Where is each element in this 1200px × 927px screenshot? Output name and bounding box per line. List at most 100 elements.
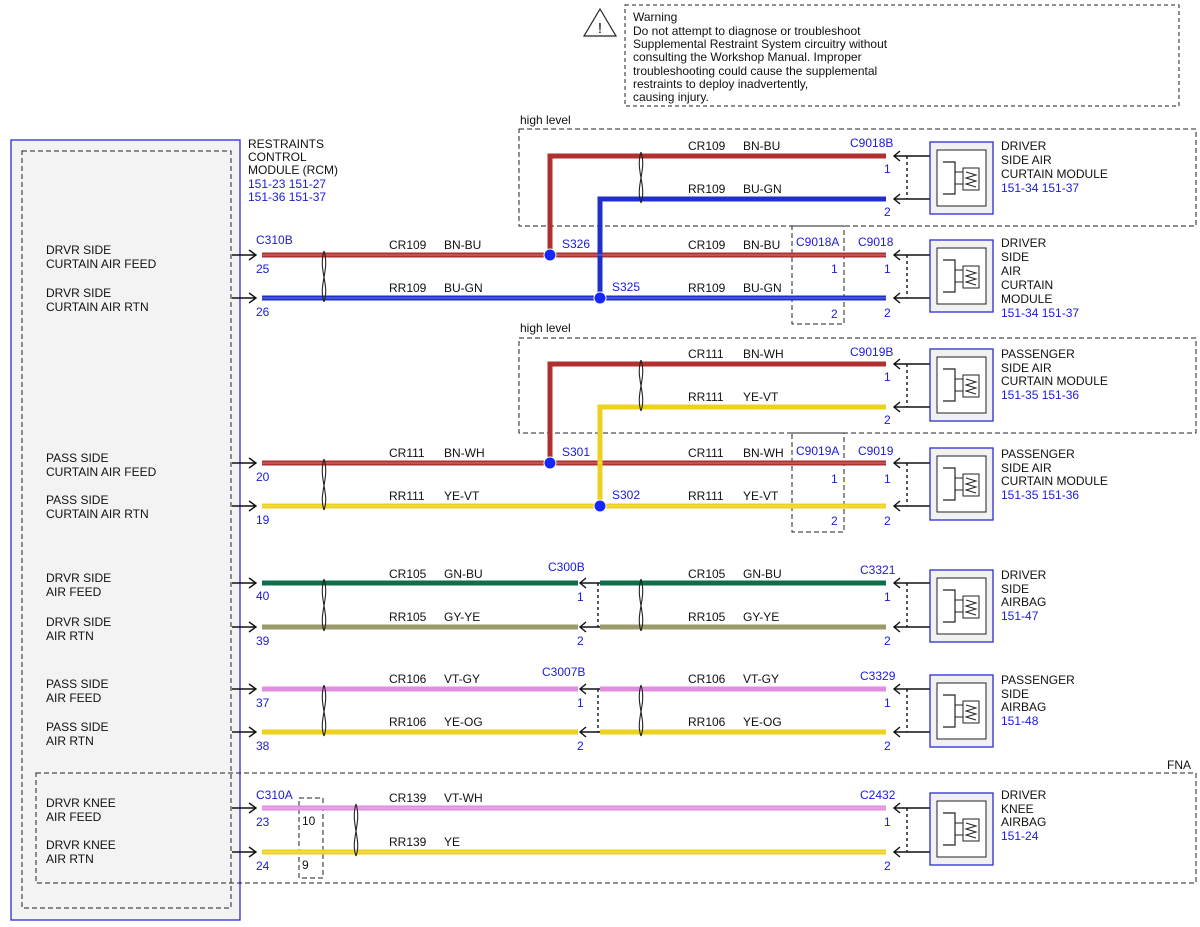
pin-label: PASS SIDE — [46, 451, 108, 465]
wire-color: BU-GN — [444, 281, 483, 295]
pin-number: 1 — [577, 590, 584, 604]
pin-number: 2 — [831, 307, 838, 321]
pin-number: 1 — [884, 370, 891, 384]
connector-label: C310B — [256, 233, 293, 247]
pin-number: 19 — [256, 513, 270, 527]
pin-number: 9 — [302, 858, 309, 872]
pin-number: 1 — [831, 262, 838, 276]
wire-color: BN-BU — [743, 139, 780, 153]
circuit-id: RR106 — [688, 715, 726, 729]
wire-color: YE-VT — [444, 489, 480, 503]
pin-label: PASS SIDE — [46, 677, 108, 691]
circuit-id: CR111 — [389, 446, 425, 460]
splice-labels: S326 S325 S301 S302 — [562, 237, 640, 502]
splice-label: S325 — [612, 280, 640, 294]
module-name: DRIVER — [1001, 139, 1047, 153]
pin-label: AIR RTN — [46, 852, 94, 866]
circuit-id: RR111 — [688, 489, 724, 503]
circuit-id: CR106 — [389, 672, 427, 686]
splice-label: S326 — [562, 237, 590, 251]
wire-color: BN-BU — [444, 238, 481, 252]
connector-label: C3007B — [542, 665, 585, 679]
pin-number: 1 — [884, 590, 891, 604]
circuit-id: RR139 — [389, 835, 427, 849]
pin-label: DRVR SIDE — [46, 286, 111, 300]
region-label: FNA — [1167, 758, 1191, 772]
splice-s301 — [543, 456, 557, 470]
wire-color: YE-OG — [444, 715, 483, 729]
connector-label: C3321 — [860, 563, 896, 577]
wire-color: VT-WH — [444, 791, 483, 805]
connector-label: C9019 — [858, 444, 894, 458]
wire-color: BU-GN — [743, 281, 782, 295]
wire-color: BN-WH — [444, 446, 485, 460]
module-ref: 151-48 — [1001, 714, 1039, 728]
module-name: CURTAIN MODULE — [1001, 167, 1108, 181]
high-level-region — [518, 128, 1197, 227]
rcm-title-line: MODULE (RCM) — [248, 163, 338, 177]
warning-triangle-icon: ! — [582, 7, 618, 37]
circuit-id: RR105 — [389, 610, 427, 624]
module-name: CURTAIN — [1001, 278, 1053, 292]
warning-line: Do not attempt to diagnose or troublesho… — [633, 24, 861, 38]
pin-number: 2 — [884, 205, 891, 219]
pin-number: 37 — [256, 696, 270, 710]
module-name: DRIVER — [1001, 788, 1047, 802]
pin-label: AIR FEED — [46, 691, 102, 705]
circuit-id: CR105 — [389, 567, 427, 581]
circuit-id: CR109 — [688, 238, 726, 252]
rcm-title-line: CONTROL — [248, 150, 307, 164]
wire-rr111-branch — [597, 404, 886, 506]
squib-icon — [929, 348, 994, 422]
squib-icon — [929, 674, 994, 748]
pin-label: DRVR KNEE — [46, 838, 116, 852]
wire-cr109-branch — [547, 153, 886, 255]
c9019a-connector-box — [791, 432, 845, 533]
pin-label: AIR FEED — [46, 810, 102, 824]
circuit-id: CR109 — [688, 139, 726, 153]
pin-label: CURTAIN AIR RTN — [46, 300, 149, 314]
region-boxes — [35, 128, 1197, 884]
pin-number: 38 — [256, 739, 270, 753]
rcm-pin-arrows — [232, 249, 258, 858]
pin-label: CURTAIN AIR FEED — [46, 257, 157, 271]
splice-label: S301 — [562, 445, 590, 459]
module-name: MODULE — [1001, 292, 1052, 306]
pin-label: AIR RTN — [46, 734, 94, 748]
pin-label: DRVR SIDE — [46, 615, 111, 629]
module-name: KNEE — [1001, 802, 1034, 816]
module-name: DRIVER — [1001, 568, 1047, 582]
module-symbols — [929, 141, 994, 866]
pin-number: 2 — [884, 413, 891, 427]
module-name: PASSENGER — [1001, 347, 1075, 361]
high-level-region — [518, 337, 1197, 434]
circuit-id: RR106 — [389, 715, 427, 729]
pin-number: 2 — [884, 739, 891, 753]
module-name: CURTAIN MODULE — [1001, 374, 1108, 388]
pin-number: 25 — [256, 262, 270, 276]
pin-label: CURTAIN AIR FEED — [46, 465, 157, 479]
circuit-labels: CR109 BN-BU RR109 BU-GN CR109 BN-BU CR10… — [389, 139, 784, 849]
module-name: PASSENGER — [1001, 447, 1075, 461]
splice-label: S302 — [612, 488, 640, 502]
squib-icon — [929, 447, 994, 521]
wire-color: GN-BU — [743, 567, 782, 581]
module-name: CURTAIN MODULE — [1001, 474, 1108, 488]
warning-line: Supplemental Restraint System circuitry … — [633, 37, 888, 51]
pin-number: 1 — [884, 162, 891, 176]
connector-label: C9018A — [796, 235, 839, 249]
pin-label: DRVR SIDE — [46, 243, 111, 257]
warning-line: consulting the Workshop Manual. Improper — [633, 50, 862, 64]
circuit-id: RR111 — [688, 390, 724, 404]
module-name: SIDE — [1001, 582, 1029, 596]
circuit-id: RR109 — [688, 182, 726, 196]
wire-color: BN-WH — [743, 347, 784, 361]
connector-label: C300B — [548, 560, 585, 574]
wire-color: BU-GN — [743, 182, 782, 196]
pin-number: 1 — [884, 815, 891, 829]
module-name: AIR — [1001, 264, 1021, 278]
pin-label: PASS SIDE — [46, 720, 108, 734]
inline-connector-arrows — [578, 577, 600, 738]
circuit-id: CR105 — [688, 567, 726, 581]
